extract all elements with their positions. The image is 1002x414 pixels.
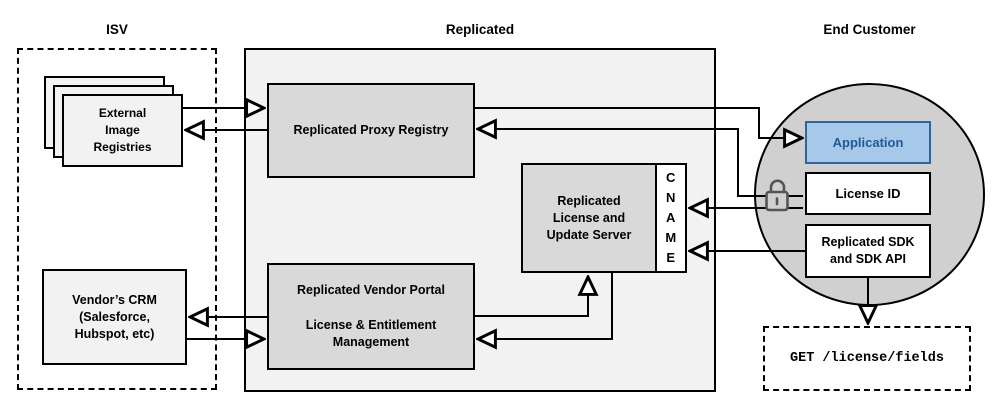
license-id-node: License ID: [805, 172, 931, 215]
vendor-portal-node: Replicated Vendor Portal License & Entit…: [267, 263, 475, 370]
proxy-registry-node: Replicated Proxy Registry: [267, 83, 475, 178]
isv-boundary: [17, 48, 217, 390]
section-title-isv: ISV: [106, 22, 128, 37]
get-license-fields-box: GET /license/fields: [763, 326, 971, 391]
cname-strip: C N A M E: [655, 163, 687, 273]
section-title-replicated: Replicated: [445, 22, 515, 37]
vendor-crm-node: Vendor’s CRM (Salesforce, Hubspot, etc): [42, 269, 187, 365]
section-title-end-customer: End Customer: [823, 22, 916, 37]
replicated-sdk-node: Replicated SDK and SDK API: [805, 224, 931, 278]
external-registries-node: External Image Registries: [62, 94, 183, 167]
license-update-server-node: Replicated License and Update Server: [521, 163, 657, 273]
application-node: Application: [805, 121, 931, 164]
